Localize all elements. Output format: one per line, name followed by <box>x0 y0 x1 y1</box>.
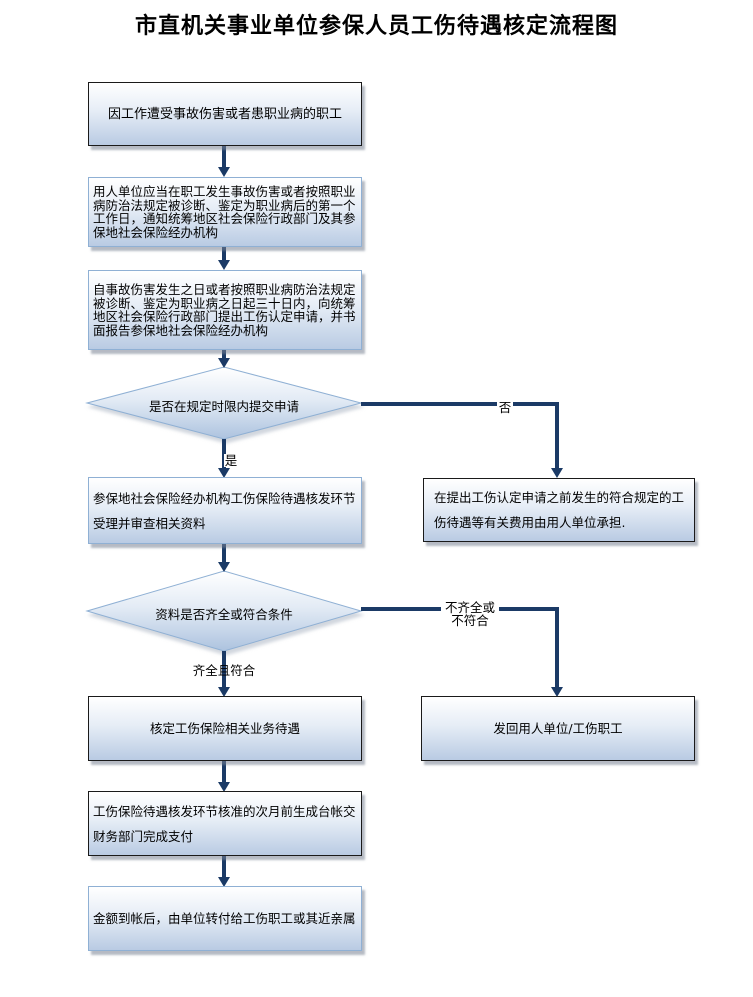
node-notify-text: 用人单位应当在职工发生事故伤害或者按照职业病防治法规定被诊断、鉴定为职业病后的第… <box>93 184 356 240</box>
node-ledger-text: 工伤保险待遇核发环节核准的次月前生成台帐交财务部门完成支付 <box>93 803 356 844</box>
node-verify: 核定工伤保险相关业务待遇 <box>88 696 362 761</box>
arrowhead-icon <box>551 468 563 478</box>
node-return-text: 发回用人单位/工伤职工 <box>493 721 623 736</box>
arrowhead-icon <box>218 358 230 368</box>
arrowhead-icon <box>218 167 230 177</box>
connector-deadline-no <box>361 402 559 470</box>
node-apply: 自事故伤害发生之日或者按照职业病防治法规定被诊断、鉴定为职业病之日起三十日内，向… <box>88 270 362 350</box>
node-start-text: 因工作遭受事故伤害或者患职业病的职工 <box>107 106 342 122</box>
arrowhead-icon <box>551 687 563 697</box>
arrowhead-icon <box>218 687 230 697</box>
node-notify: 用人单位应当在职工发生事故伤害或者按照职业病防治法规定被诊断、鉴定为职业病后的第… <box>88 177 362 247</box>
node-apply-text: 自事故伤害发生之日或者按照职业病防治法规定被诊断、鉴定为职业病之日起三十日内，向… <box>93 282 356 338</box>
arrowhead-icon <box>218 260 230 270</box>
edge-label-docs-yes: 齐全且符合 <box>192 663 256 678</box>
node-transfer-text: 金额到帐后，由单位转付给工伤职工或其近亲属 <box>93 910 356 926</box>
node-verify-text: 核定工伤保险相关业务待遇 <box>149 721 300 736</box>
arrowhead-icon <box>218 468 230 478</box>
arrowhead-icon <box>218 562 230 572</box>
node-employer-bears: 在提出工伤认定申请之前发生的符合规定的工伤待遇等有关费用由用人单位承担. <box>423 478 695 542</box>
connector-docs-no <box>361 607 559 689</box>
arrowhead-icon <box>218 782 230 792</box>
node-accept-review-text: 参保地社会保险经办机构工伤保险待遇核发环节受理并审查相关资料 <box>93 490 356 531</box>
node-start: 因工作遭受事故伤害或者患职业病的职工 <box>88 82 362 146</box>
edge-label-docs-no: 不齐全或不符合 <box>441 601 499 627</box>
node-transfer: 金额到帐后，由单位转付给工伤职工或其近亲属 <box>88 886 362 951</box>
edge-label-deadline-no: 否 <box>497 400 513 415</box>
decision-deadline-label: 是否在规定时限内提交申请 <box>148 399 299 414</box>
arrowhead-icon <box>218 877 230 887</box>
decision-docs-label: 资料是否齐全或符合条件 <box>155 607 293 622</box>
node-accept-review: 参保地社会保险经办机构工伤保险待遇核发环节受理并审查相关资料 <box>88 477 362 544</box>
page-title: 市直机关事业单位参保人员工伤待遇核定流程图 <box>134 13 618 39</box>
node-employer-bears-text: 在提出工伤认定申请之前发生的符合规定的工伤待遇等有关费用由用人单位承担. <box>434 490 685 530</box>
edge-label-deadline-yes: 是 <box>224 453 238 468</box>
node-return: 发回用人单位/工伤职工 <box>421 696 695 761</box>
node-ledger: 工伤保险待遇核发环节核准的次月前生成台帐交财务部门完成支付 <box>88 791 362 856</box>
